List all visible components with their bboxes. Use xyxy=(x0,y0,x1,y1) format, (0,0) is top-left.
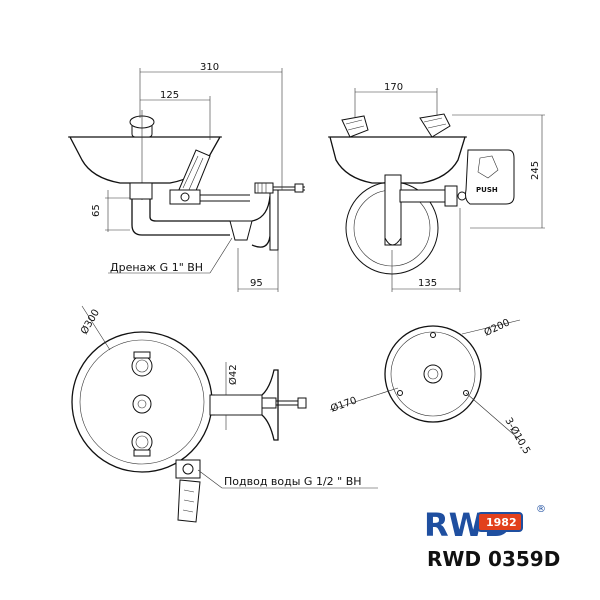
side-elevation-view: 310 125 65 95 Дренаж G 1" ВН xyxy=(68,62,305,292)
dim-dia-42: Ø42 xyxy=(227,364,239,385)
dim-holes: 3-Ø10,5 xyxy=(502,416,532,457)
dim-125: 125 xyxy=(160,90,179,101)
water-supply-label: Подвод воды G 1/2 " ВН xyxy=(224,475,362,488)
registered-mark: ® xyxy=(536,504,546,515)
drain-label: Дренаж G 1" ВН xyxy=(110,261,203,274)
push-label: PUSH xyxy=(476,186,498,194)
brand-year: 1982 xyxy=(486,516,517,529)
model-number: RWD 0359D xyxy=(427,547,560,571)
dim-135: 135 xyxy=(418,278,437,289)
dim-dia-200: Ø200 xyxy=(482,316,512,338)
brand-logo: RWD 1982 ® xyxy=(424,504,546,544)
dim-245: 245 xyxy=(530,161,541,180)
plan-view: Ø300 Ø42 Подвод воды G 1/2 " ВН xyxy=(71,305,378,523)
year-badge xyxy=(477,512,523,532)
front-elevation-view: PUSH 170 245 135 xyxy=(328,82,545,292)
dim-310: 310 xyxy=(200,62,219,73)
dim-65: 65 xyxy=(91,204,102,217)
dim-95: 95 xyxy=(250,278,263,289)
dim-dia-170: Ø170 xyxy=(329,394,358,415)
wall-plate-view: Ø200 Ø170 3-Ø10,5 xyxy=(329,316,533,456)
dim-170: 170 xyxy=(384,82,403,93)
